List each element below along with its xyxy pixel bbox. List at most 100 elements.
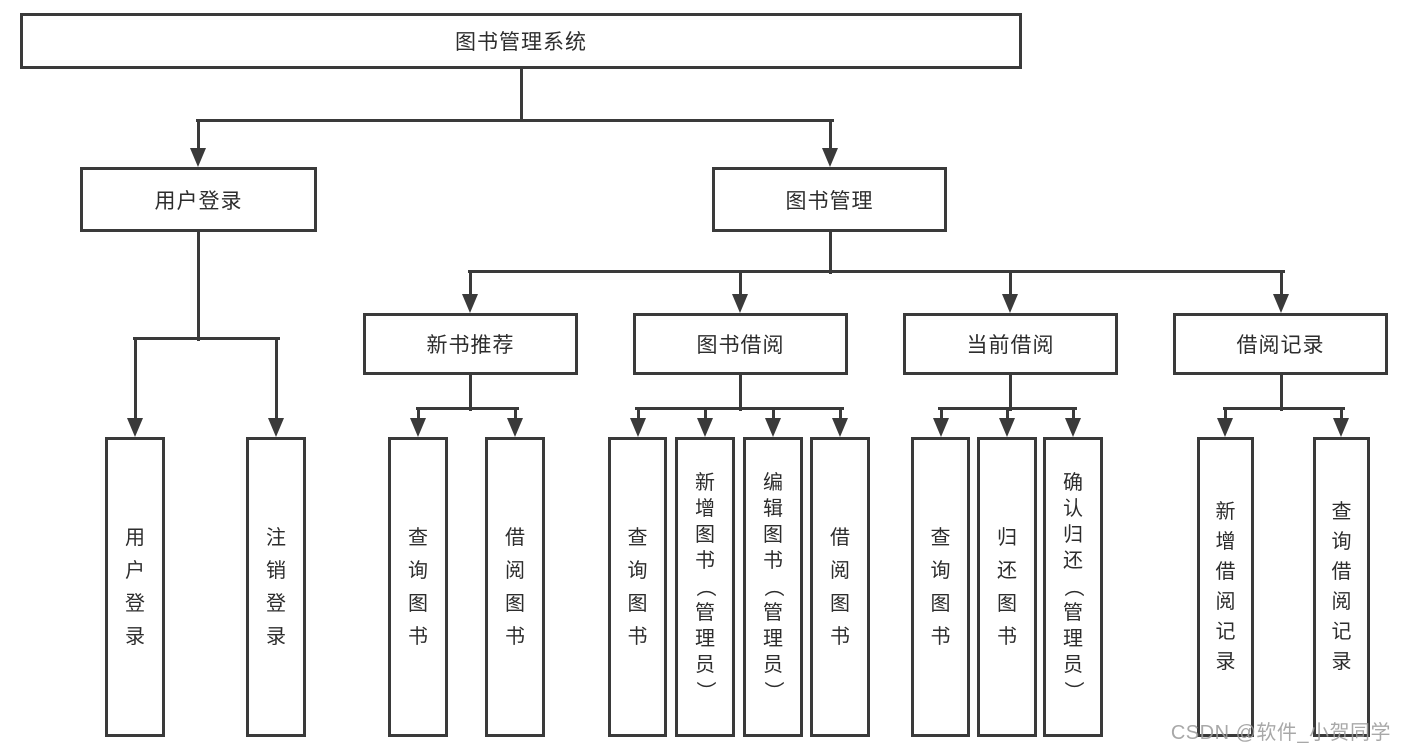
node-leaf-bb-edit: 编辑图书（管理员） <box>743 437 803 737</box>
node-label-char: 图 <box>627 592 648 615</box>
connector-line <box>1339 408 1343 420</box>
node-label-char: 新 <box>1215 501 1236 523</box>
connector-line <box>636 408 640 420</box>
connector-line <box>828 120 832 150</box>
connector-line <box>1223 408 1227 420</box>
connector-line <box>133 338 137 420</box>
node-label-char: （ <box>694 577 716 597</box>
arrowhead-icon <box>832 418 848 437</box>
arrowhead-icon <box>732 294 748 313</box>
connector-line <box>196 120 200 150</box>
node-label-char: 员 <box>695 654 715 676</box>
connector-line <box>1222 406 1345 410</box>
node-label: 用户登录 <box>154 189 243 213</box>
node-label-char: 销 <box>266 559 286 582</box>
connector-line <box>468 271 472 296</box>
connector-line <box>838 408 842 420</box>
node-current-borrow: 当前借阅 <box>903 313 1118 375</box>
node-root: 图书管理系统 <box>20 13 1022 69</box>
node-label-char: 归 <box>997 526 1017 549</box>
connector-line <box>274 338 278 420</box>
node-label-char: 员 <box>1063 654 1083 676</box>
node-label-char: 询 <box>930 559 951 582</box>
node-label-char: 书 <box>408 625 428 648</box>
connector-line <box>1071 408 1075 420</box>
arrowhead-icon <box>765 418 781 437</box>
connector-line <box>195 118 834 122</box>
node-label-char: 还 <box>997 559 1017 582</box>
node-leaf-recd-add: 新增借阅记录 <box>1197 437 1254 737</box>
connector-line <box>519 69 523 122</box>
node-label-char: 图 <box>830 592 850 615</box>
arrowhead-icon <box>1273 294 1289 313</box>
arrowhead-icon <box>697 418 713 437</box>
node-leaf-user-login: 用户登录 <box>105 437 165 737</box>
connector-line <box>634 406 844 410</box>
node-label-char: 管 <box>695 602 715 624</box>
arrowhead-icon <box>410 418 426 437</box>
node-label: 新书推荐 <box>426 334 515 357</box>
node-label-char: 阅 <box>1215 591 1236 613</box>
arrowhead-icon <box>462 294 478 313</box>
node-label-char: 归 <box>1063 524 1083 546</box>
node-label-char: 书 <box>830 625 850 648</box>
node-label-char: ） <box>1062 681 1084 701</box>
node-label-char: 借 <box>830 526 850 549</box>
node-label-char: 用 <box>125 526 145 549</box>
node-label-char: 增 <box>695 498 715 520</box>
node-label-char: 图 <box>505 592 525 615</box>
node-label-char: 图 <box>408 592 428 615</box>
node-label-char: 借 <box>1331 561 1352 583</box>
node-label-char: 书 <box>627 625 648 648</box>
connector-line <box>513 408 517 420</box>
node-leaf-recd-query: 查询借阅记录 <box>1313 437 1370 737</box>
node-label-char: 记 <box>1331 621 1352 643</box>
connector-line <box>196 232 200 341</box>
node-label-char: 查 <box>627 526 648 549</box>
node-label-char: 书 <box>930 625 951 648</box>
connector-line <box>1279 375 1283 411</box>
node-label-char: 记 <box>1215 621 1236 643</box>
node-leaf-rec-query: 查询图书 <box>388 437 448 737</box>
connector-line <box>771 408 775 420</box>
node-label-char: 阅 <box>830 559 850 582</box>
node-label-char: 员 <box>763 654 783 676</box>
node-label-char: 查 <box>408 526 428 549</box>
node-label: 图书管理系统 <box>455 31 587 54</box>
connector-line <box>1279 271 1283 296</box>
node-label-char: 录 <box>266 625 286 648</box>
node-leaf-logout: 注销登录 <box>246 437 306 737</box>
node-label-char: 书 <box>997 625 1017 648</box>
connector-line <box>738 271 742 296</box>
connector-line <box>1008 375 1012 411</box>
node-label-char: 辑 <box>763 498 783 520</box>
node-label-char: 查 <box>930 526 951 549</box>
arrowhead-icon <box>933 418 949 437</box>
arrowhead-icon <box>190 148 206 167</box>
node-label: 图书借阅 <box>696 334 785 357</box>
node-label-char: 编 <box>763 472 783 494</box>
node-label-char: 书 <box>763 550 783 572</box>
node-label-char: 户 <box>125 559 145 582</box>
arrowhead-icon <box>1065 418 1081 437</box>
node-label: 图书管理 <box>785 189 874 213</box>
arrowhead-icon <box>127 418 143 437</box>
node-label-char: 录 <box>125 625 145 648</box>
node-new-book-recommend: 新书推荐 <box>363 313 578 375</box>
arrowhead-icon <box>999 418 1015 437</box>
node-label-char: （ <box>762 577 784 597</box>
node-label-char: （ <box>1062 577 1084 597</box>
arrowhead-icon <box>822 148 838 167</box>
node-label-char: 录 <box>1331 651 1352 673</box>
arrowhead-icon <box>1333 418 1349 437</box>
node-label-char: 图 <box>763 524 783 546</box>
node-label-char: 登 <box>125 592 145 615</box>
node-label-char: 书 <box>695 550 715 572</box>
connector-line <box>467 269 1285 273</box>
node-leaf-bb-add: 新增图书（管理员） <box>675 437 735 737</box>
node-label-char: 阅 <box>505 559 525 582</box>
connector-line <box>415 406 519 410</box>
node-label-char: 理 <box>763 628 783 650</box>
node-label-char: 图 <box>997 592 1017 615</box>
